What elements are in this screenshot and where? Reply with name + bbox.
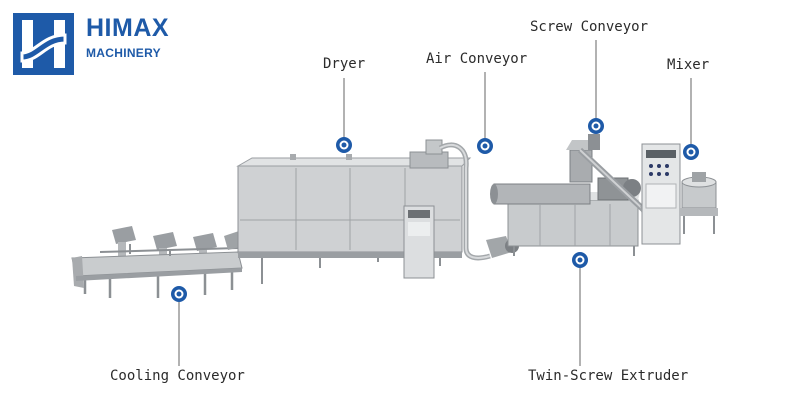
leader-lines [178, 40, 692, 366]
twin-screw-extruder-label: Twin-Screw Extruder [528, 368, 689, 384]
brand-name: HIMAX [86, 14, 170, 42]
cooling-conveyor [71, 226, 243, 298]
himax-logo-icon [13, 13, 74, 75]
dryer-label: Dryer [323, 56, 366, 72]
dryer [224, 139, 472, 284]
cooling-conveyor-marker [171, 286, 187, 302]
air-conveyor-label: Air Conveyor [426, 51, 528, 67]
control-cabinet [641, 143, 681, 245]
callout-markers [171, 118, 699, 302]
mixer [680, 172, 718, 234]
cooling-conveyor-label: Cooling Conveyor [110, 368, 245, 384]
brand: HIMAX MACHINERY [86, 14, 169, 61]
mixer-marker [683, 144, 699, 160]
twin-screw-extruder-marker [572, 252, 588, 268]
twin-screw-extruder [490, 140, 641, 256]
screw-conveyor-label: Screw Conveyor [530, 19, 649, 35]
air-conveyor-marker [477, 138, 493, 154]
dryer-marker [336, 137, 352, 153]
brand-subtitle: MACHINERY [86, 46, 161, 60]
screw-conveyor-marker [588, 118, 604, 134]
mixer-label: Mixer [667, 57, 710, 73]
